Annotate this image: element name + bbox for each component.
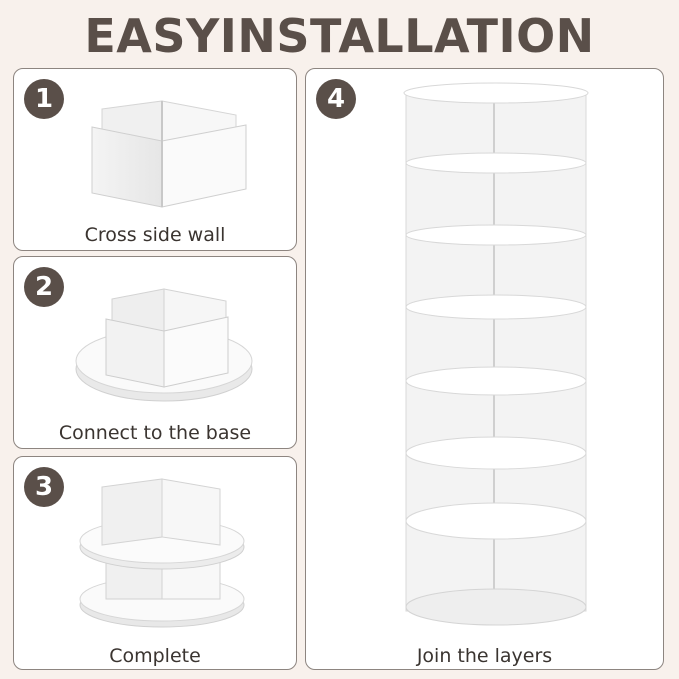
step-2-panel: 2 Connect to the base <box>13 256 297 449</box>
step-3-badge: 3 <box>24 467 64 507</box>
step-2-badge: 2 <box>24 267 64 307</box>
base-illustration <box>75 288 253 402</box>
step-4-caption: Join the layers <box>416 645 553 667</box>
step-1-caption: Cross side wall <box>84 224 226 246</box>
page-title: EASYINSTALLATION <box>84 9 595 63</box>
tower-illustration <box>403 82 589 626</box>
step-1-panel: 1 Cross side wall <box>13 68 297 251</box>
step-4-panel: 4 Join the layers <box>305 68 664 670</box>
cross-wall-illustration <box>91 100 247 208</box>
step-1-badge: 1 <box>24 79 64 119</box>
step-3-caption: Complete <box>109 645 201 667</box>
step-2-caption: Connect to the base <box>58 422 252 444</box>
complete-illustration <box>79 478 245 628</box>
step-3-panel: 3 Complete <box>13 456 297 670</box>
step-4-badge: 4 <box>316 79 356 119</box>
